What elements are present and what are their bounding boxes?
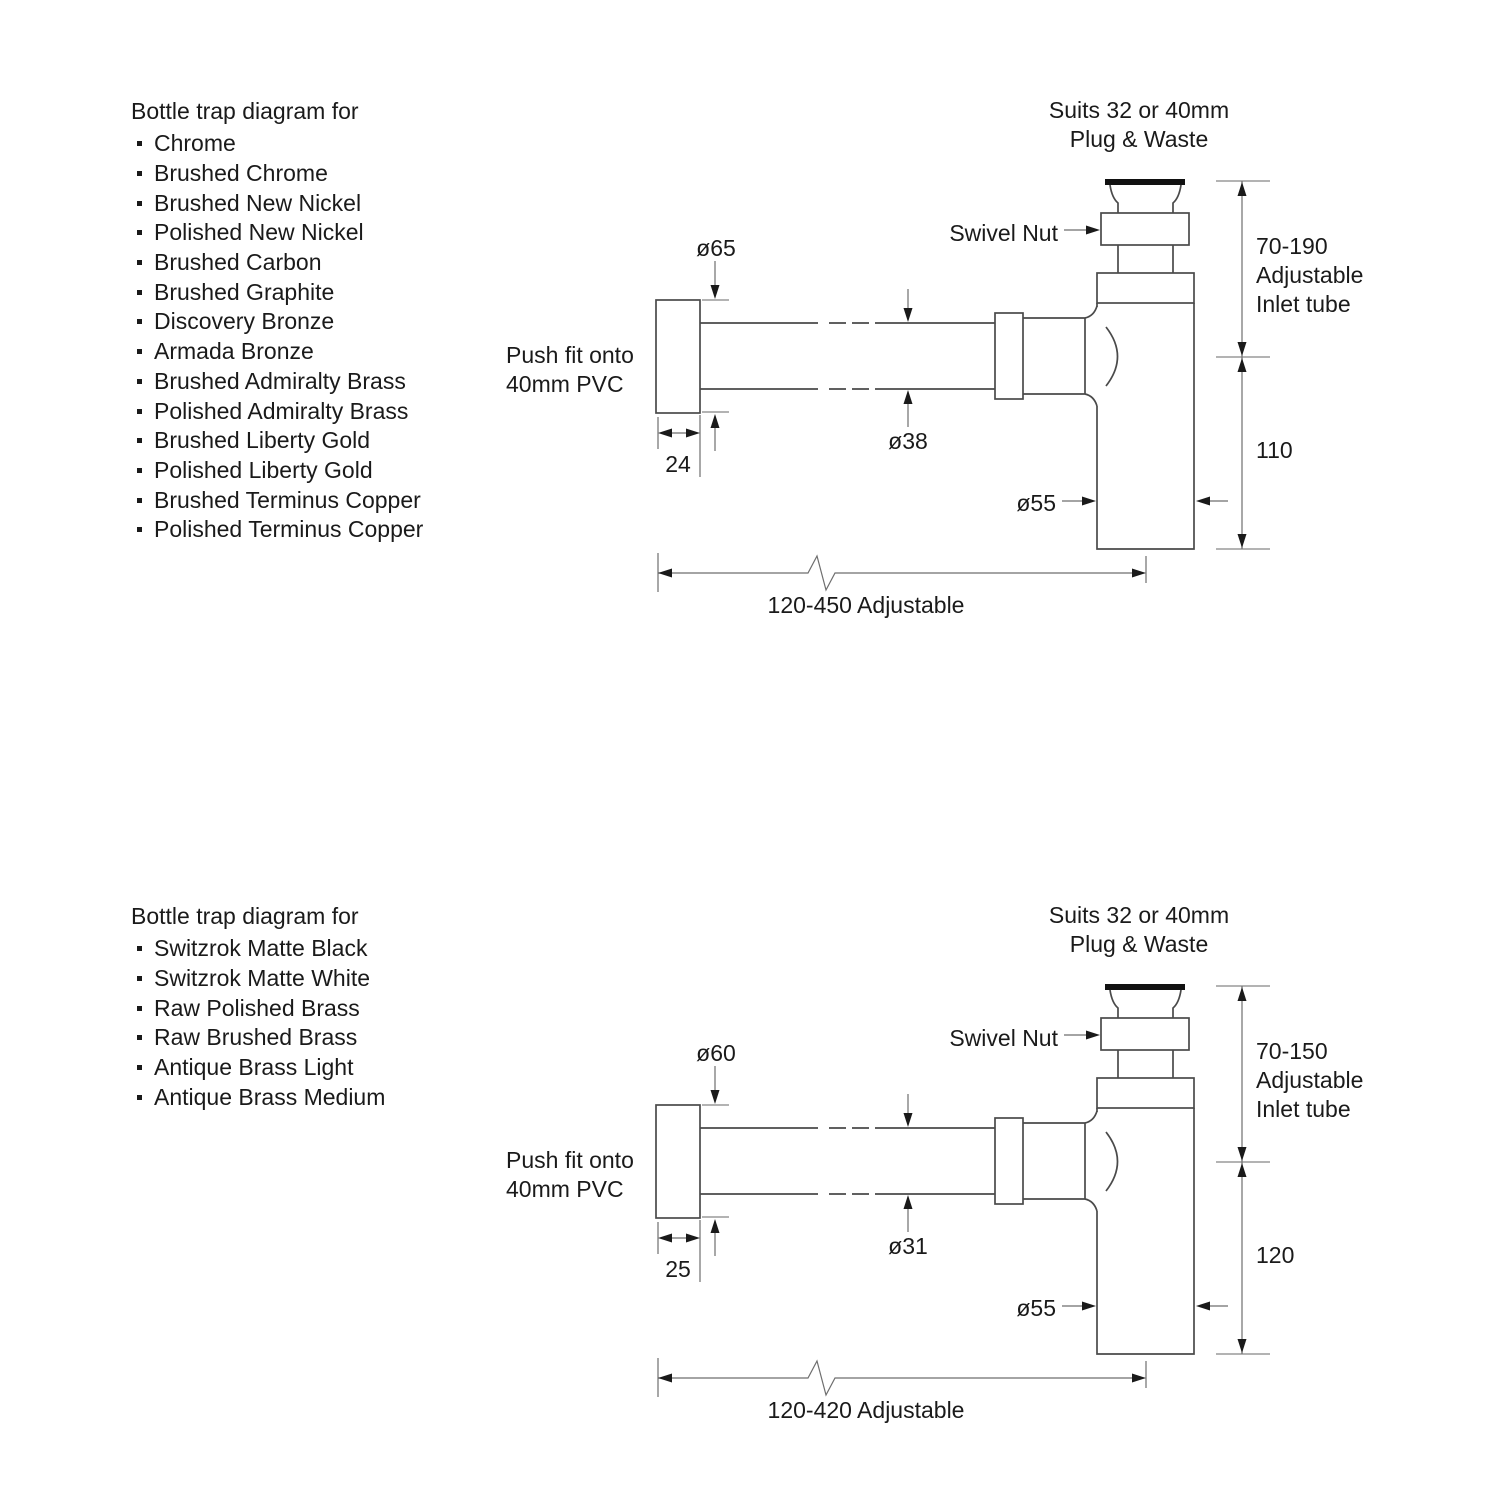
- list-item: Brushed New Nickel: [131, 188, 423, 218]
- bullet-icon: [137, 946, 142, 952]
- coupling-diameter-label: ø60: [696, 1040, 736, 1066]
- finish-list-top: Bottle trap diagram for Chrome Brushed C…: [131, 96, 423, 545]
- bullet-icon: [137, 1094, 142, 1100]
- overall-length-label: 120-420 Adjustable: [767, 1397, 965, 1423]
- bullet-icon: [137, 171, 142, 177]
- inlet-tube-label: 70-190 Adjustable Inlet tube: [1256, 233, 1364, 317]
- bullet-icon: [137, 1065, 142, 1071]
- push-fit-label: Push fit onto 40mm PVC: [506, 1147, 634, 1202]
- swivel-nut-label: Swivel Nut: [949, 1025, 1058, 1051]
- bullet-icon: [137, 438, 142, 444]
- list-item: Switzrok Matte White: [131, 964, 385, 994]
- list-item: Antique Brass Light: [131, 1053, 385, 1083]
- coupling-diameter-label: ø65: [696, 235, 736, 261]
- list-item: Polished Liberty Gold: [131, 456, 423, 486]
- list-item: Raw Polished Brass: [131, 993, 385, 1023]
- list-item: Brushed Chrome: [131, 159, 423, 189]
- bullet-icon: [137, 976, 142, 982]
- list-item: Brushed Carbon: [131, 248, 423, 278]
- bullet-icon: [137, 527, 142, 533]
- list-item: Brushed Admiralty Brass: [131, 367, 423, 397]
- bullet-icon: [137, 141, 142, 147]
- list-title: Bottle trap diagram for: [131, 903, 359, 929]
- bullet-icon: [137, 497, 142, 503]
- overall-length-label: 120-450 Adjustable: [767, 592, 965, 618]
- finish-list-bottom: Bottle trap diagram for Switzrok Matte B…: [131, 901, 385, 1112]
- bullet-icon: [137, 289, 142, 295]
- list-item: Chrome: [131, 129, 423, 159]
- list-item: Raw Brushed Brass: [131, 1023, 385, 1053]
- list-item: Polished Admiralty Brass: [131, 396, 423, 426]
- bullet-icon: [137, 408, 142, 414]
- list-item: Switzrok Matte Black: [131, 934, 385, 964]
- list-item: Polished New Nickel: [131, 218, 423, 248]
- list-item: Antique Brass Medium: [131, 1082, 385, 1112]
- bullet-icon: [137, 200, 142, 206]
- push-fit-label: Push fit onto 40mm PVC: [506, 342, 634, 397]
- bullet-icon: [137, 349, 142, 355]
- list-item: Armada Bronze: [131, 337, 423, 367]
- list-title: Bottle trap diagram for: [131, 98, 359, 124]
- body-height-label: 120: [1256, 1242, 1295, 1268]
- bullet-icon: [137, 1005, 142, 1011]
- bullet-icon: [137, 319, 142, 325]
- coupling-length-label: 24: [665, 451, 691, 477]
- plug-waste-label: Suits 32 or 40mm Plug & Waste: [1048, 97, 1230, 152]
- body-diameter-label: ø55: [1016, 490, 1056, 516]
- body-height-label: 110: [1256, 437, 1293, 463]
- plug-waste-label: Suits 32 or 40mm Plug & Waste: [1048, 902, 1230, 957]
- bullet-icon: [137, 467, 142, 473]
- coupling-length-label: 25: [665, 1256, 691, 1282]
- list-item: Brushed Graphite: [131, 277, 423, 307]
- list-item: Polished Terminus Copper: [131, 515, 423, 545]
- list-item: Brushed Liberty Gold: [131, 426, 423, 456]
- bullet-icon: [137, 1035, 142, 1041]
- list-item: Discovery Bronze: [131, 307, 423, 337]
- bullet-icon: [137, 260, 142, 266]
- pipe-diameter-label: ø38: [888, 428, 928, 454]
- swivel-nut-label: Swivel Nut: [949, 220, 1058, 246]
- bullet-icon: [137, 230, 142, 236]
- pipe-diameter-label: ø31: [888, 1233, 928, 1259]
- inlet-tube-label: 70-150 Adjustable Inlet tube: [1256, 1038, 1364, 1122]
- body-diameter-label: ø55: [1016, 1295, 1056, 1321]
- list-item: Brushed Terminus Copper: [131, 485, 423, 515]
- bullet-icon: [137, 378, 142, 384]
